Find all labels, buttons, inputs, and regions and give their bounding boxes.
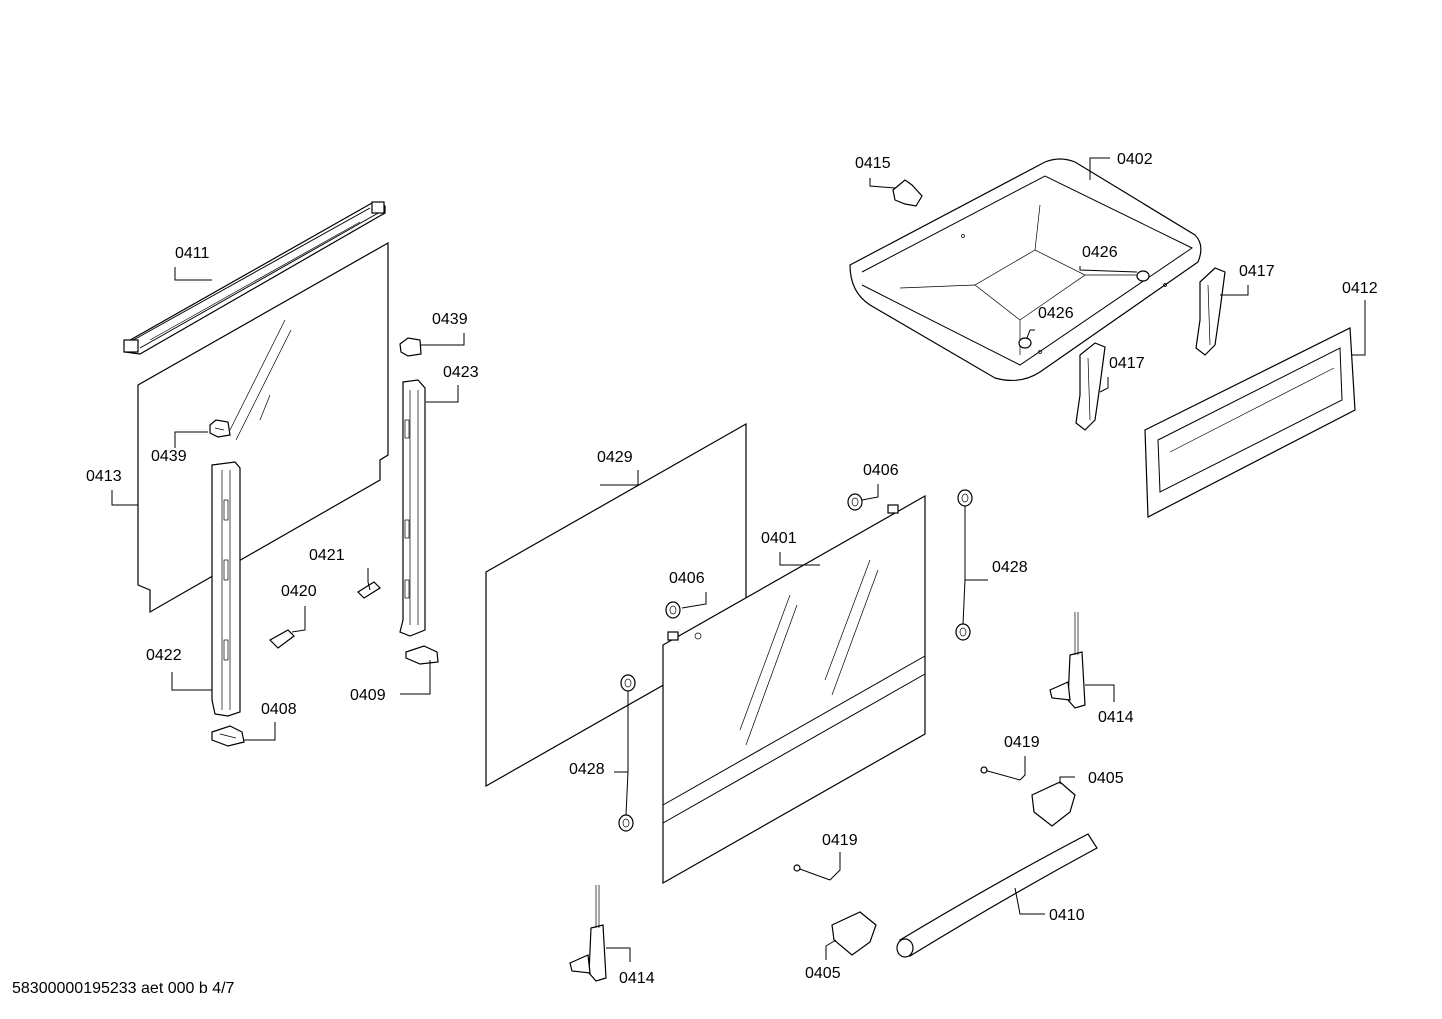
callout-0413: 0413 — [86, 468, 122, 485]
callout-0402: 0402 — [1117, 151, 1153, 168]
part-0428-bumper-b — [955, 623, 971, 641]
part-0419-pin-b — [793, 864, 831, 881]
callout-0419-bottom: 0419 — [822, 832, 858, 849]
part-0410-handle-bar — [896, 833, 1098, 958]
callout-0405-left: 0405 — [805, 965, 841, 982]
part-0417-runner-a — [1195, 267, 1226, 356]
part-0414-hinge-left — [569, 885, 607, 982]
part-0406-bumper-b — [665, 601, 681, 619]
callout-0410: 0410 — [1049, 907, 1085, 924]
callout-0420: 0420 — [281, 583, 317, 600]
callout-0401: 0401 — [761, 530, 797, 547]
callout-0426-bottom: 0426 — [1038, 305, 1074, 322]
callout-0415: 0415 — [855, 155, 891, 172]
callout-0412: 0412 — [1342, 280, 1378, 297]
part-0402-tray — [849, 158, 1202, 382]
part-0419-pin-a — [980, 766, 1021, 781]
part-0423-right-rail — [399, 379, 426, 637]
part-0422-left-rail — [211, 461, 241, 717]
part-0439-clip-left — [209, 419, 231, 438]
part-0414-hinge-right — [1049, 612, 1086, 709]
part-0406-bumper-a — [847, 493, 863, 511]
part-0439-clip-right — [399, 337, 422, 357]
callout-0414-right: 0414 — [1098, 709, 1134, 726]
leader-lines — [111, 157, 1366, 962]
callout-0406-right: 0406 — [863, 462, 899, 479]
callout-0422: 0422 — [146, 647, 182, 664]
part-0401-door — [662, 494, 926, 885]
part-0415-clip — [892, 179, 923, 207]
callout-0406-left: 0406 — [669, 570, 705, 587]
callout-0411: 0411 — [175, 245, 210, 262]
part-0405-cap-a — [1031, 781, 1076, 827]
callout-0405-right: 0405 — [1088, 770, 1124, 787]
part-0411-top-trim — [123, 201, 386, 355]
callout-0408: 0408 — [261, 701, 297, 718]
callout-labels: 0411 0413 0439 0439 0423 0421 0420 0422 … — [86, 151, 1378, 987]
part-0428-bumper-a — [957, 489, 973, 507]
callout-0417-right: 0417 — [1239, 263, 1275, 280]
callout-0428-left: 0428 — [569, 761, 605, 778]
callout-0409: 0409 — [350, 687, 386, 704]
part-0428-bumper-c — [620, 674, 636, 692]
part-0417-runner-b — [1075, 342, 1106, 431]
part-0413-glass-panel — [137, 241, 389, 614]
part-0420-clip — [269, 629, 295, 649]
document-footer: 58300000195233 aet 000 b 4/7 — [12, 980, 235, 997]
callout-0429: 0429 — [597, 449, 633, 466]
callout-0421: 0421 — [309, 547, 345, 564]
part-0405-cap-b — [831, 911, 877, 956]
part-0412-drawer-front — [1144, 327, 1356, 518]
part-0408-bracket — [211, 725, 245, 747]
callout-0428-right: 0428 — [992, 559, 1028, 576]
callout-0426-top: 0426 — [1082, 244, 1118, 261]
callout-0439-left: 0439 — [151, 448, 187, 465]
callout-0417-left: 0417 — [1109, 355, 1145, 372]
part-0409-bracket — [405, 645, 439, 665]
callout-0439-right: 0439 — [432, 311, 468, 328]
callout-0423: 0423 — [443, 364, 479, 381]
callout-0419-top: 0419 — [1004, 734, 1040, 751]
callout-0414-left: 0414 — [619, 970, 655, 987]
part-0428-bumper-d — [618, 814, 634, 832]
